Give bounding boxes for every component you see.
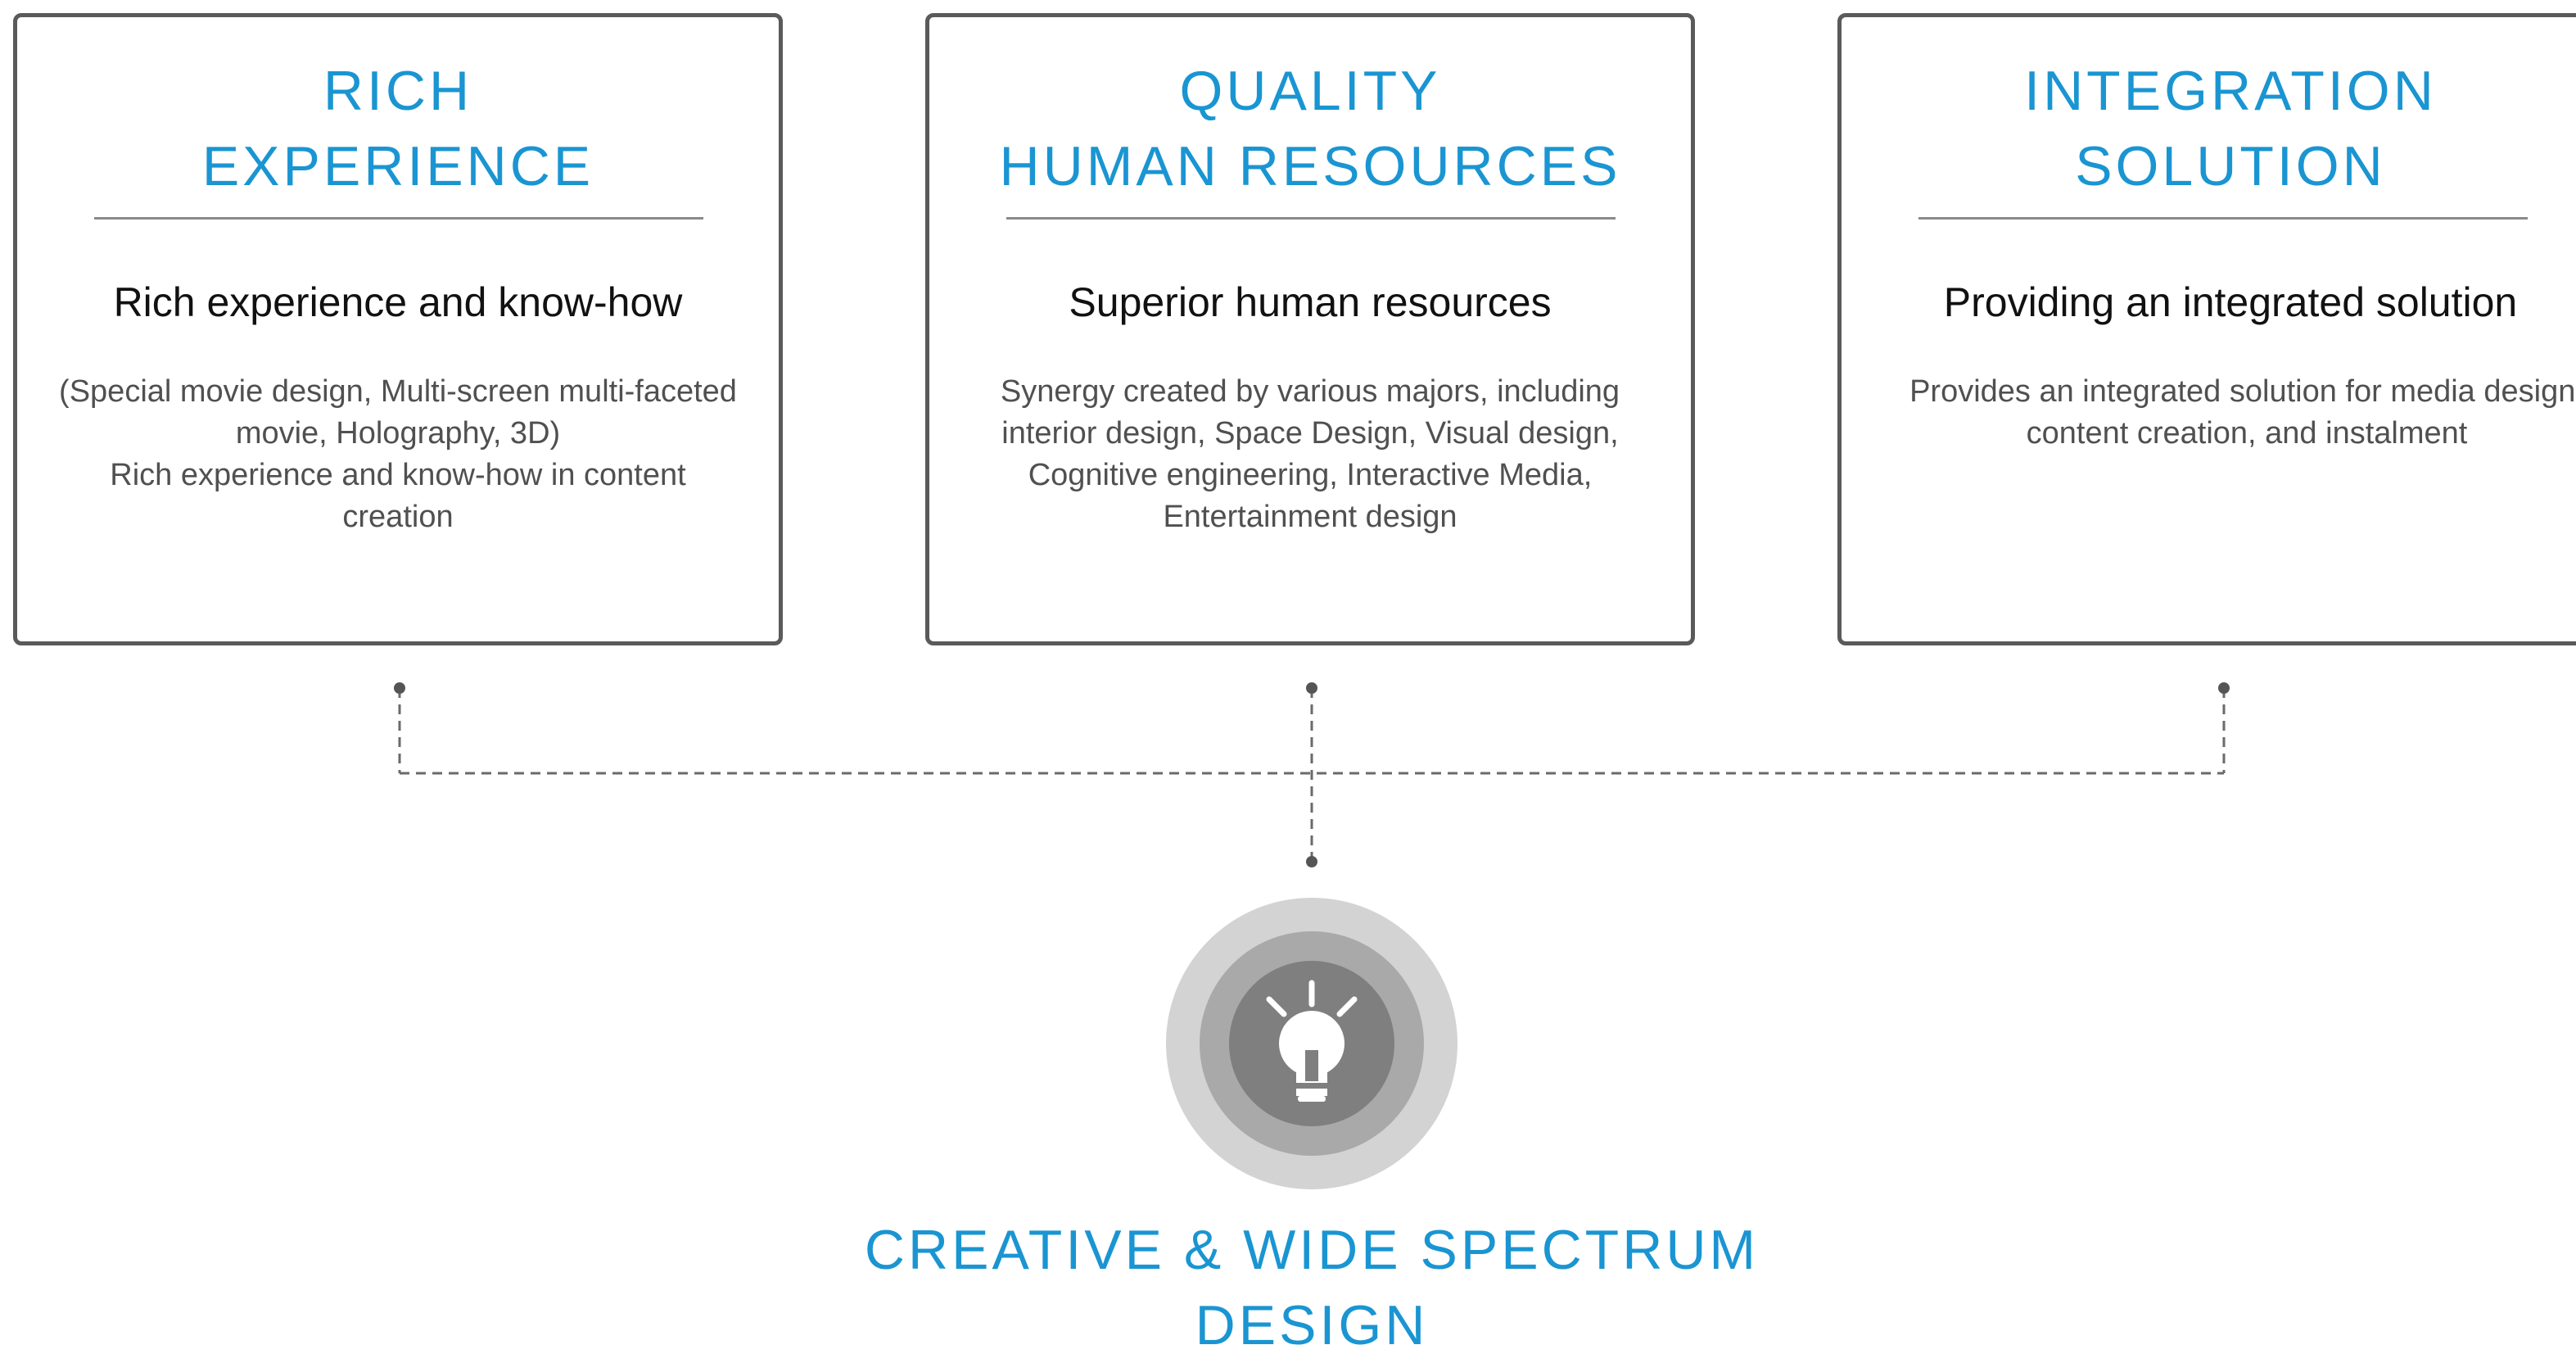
card-body-line: Synergy created by various majors, inclu…	[1000, 374, 1620, 409]
card-body-line: content creation, and instalment	[2026, 416, 2468, 451]
card-divider	[94, 217, 703, 220]
card-body: (Special movie design, Multi-screen mult…	[42, 371, 754, 538]
card-body-line: Entertainment design	[1163, 500, 1457, 534]
card-title-line: RICH	[323, 60, 473, 122]
card-heading: Rich experience and know-how	[113, 279, 683, 325]
card-body: Provides an integrated solution for medi…	[1874, 371, 2576, 455]
connector-dot-2	[1306, 682, 1317, 694]
card-body-line: Rich experience and know-how in content	[110, 458, 686, 492]
card-heading: Providing an integrated solution	[1943, 279, 2518, 325]
card-title: RICH EXPERIENCE	[17, 53, 779, 204]
card-title-line: HUMAN RESOURCES	[999, 135, 1621, 197]
card-body-line: creation	[342, 500, 454, 534]
connector-dot-1	[394, 682, 405, 694]
card-title-line: EXPERIENCE	[201, 135, 594, 197]
card-body-line: (Special movie design, Multi-screen mult…	[59, 374, 737, 409]
card-title-line: SOLUTION	[2075, 135, 2386, 197]
card-body-line: movie, Holography, 3D)	[235, 416, 561, 451]
card-title-line: QUALITY	[1179, 60, 1441, 122]
card-body: Synergy created by various majors, inclu…	[954, 371, 1666, 538]
connector-dot-hub	[1306, 856, 1317, 867]
card-heading: Superior human resources	[1069, 279, 1552, 325]
card-body-line: interior design, Space Design, Visual de…	[1001, 416, 1619, 451]
connector-dot-3	[2218, 682, 2230, 694]
card-rich-experience: RICH EXPERIENCE Rich experience and know…	[13, 13, 783, 645]
card-body-line: Cognitive engineering, Interactive Media…	[1028, 458, 1593, 492]
card-title-line: INTEGRATION	[2024, 60, 2437, 122]
card-integration-solution: INTEGRATION SOLUTION Providing an integr…	[1837, 13, 2576, 645]
lightbulb-icon	[1266, 980, 1358, 1102]
card-divider	[1918, 217, 2528, 220]
hub-caption: CREATIVE & WIDE SPECTRUM DESIGN	[0, 1212, 2576, 1363]
card-title: INTEGRATION SOLUTION	[1842, 53, 2576, 204]
hub-caption-line: CREATIVE & WIDE SPECTRUM	[864, 1219, 1760, 1281]
card-quality-human-resources: QUALITY HUMAN RESOURCES Superior human r…	[925, 13, 1695, 645]
hub-caption-line: DESIGN	[1195, 1294, 1429, 1356]
card-title: QUALITY HUMAN RESOURCES	[929, 53, 1691, 204]
card-divider	[1006, 217, 1616, 220]
card-body-line: Provides an integrated solution for medi…	[1909, 374, 2576, 409]
